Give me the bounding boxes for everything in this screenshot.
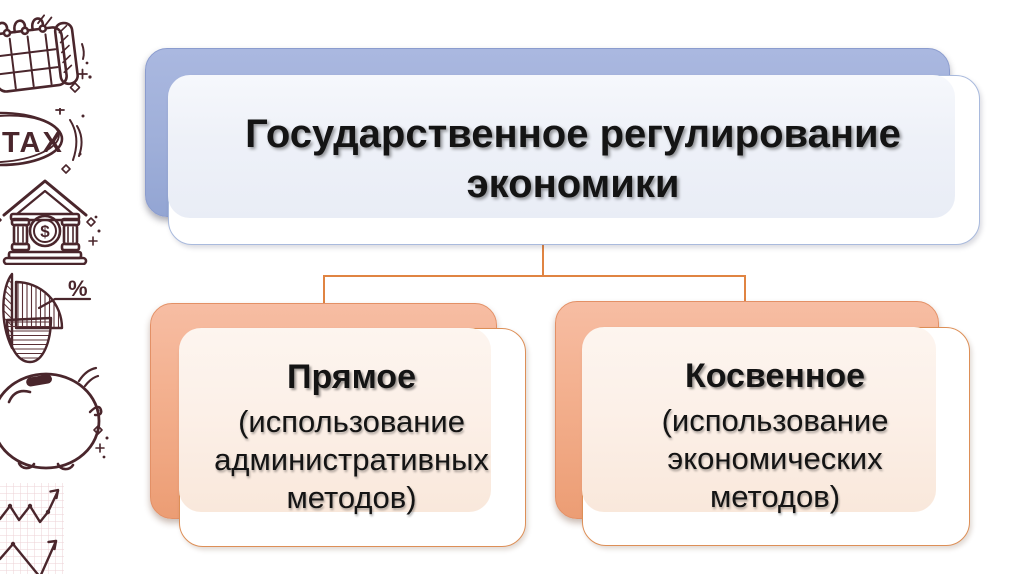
title-node-card (168, 75, 980, 245)
tax-label: TAX (2, 127, 64, 159)
percent-label: % (68, 276, 88, 301)
bank-icon: $ (0, 179, 101, 265)
branch-indirect-line-1: (использование (661, 403, 889, 438)
branch-direct-panel (179, 328, 491, 512)
pie-chart-icon: % (2, 272, 92, 364)
branch-direct-heading: Прямое (287, 358, 416, 396)
connector-stem (542, 243, 544, 277)
branch-indirect-text: Косвенное (использование экономических м… (582, 327, 968, 544)
bank-dollar-sign: $ (40, 222, 50, 241)
connector-drop-right (744, 275, 746, 302)
title-line-1: Государственное регулирование (245, 112, 901, 156)
branch-direct-text: Прямое (использование административных м… (179, 328, 524, 545)
branch-direct-line-3: методов) (286, 480, 417, 515)
piggy-bank-icon (0, 366, 109, 471)
branch-indirect-line-2: экономических (667, 441, 883, 476)
growth-chart-icon (0, 483, 64, 574)
tax-stamp-icon: TAX (0, 108, 85, 174)
branch-direct-line-1: (использование (238, 404, 465, 439)
connector-drop-left (323, 275, 325, 304)
calendar-icon (0, 14, 92, 93)
title-node-text: Государственное регулирование экономики (168, 75, 978, 243)
connector-horizontal (323, 275, 746, 277)
branch-indirect-panel (582, 327, 936, 512)
branch-indirect-line-3: методов) (709, 479, 841, 514)
title-line-2: экономики (466, 162, 680, 206)
branch-direct-card (179, 328, 526, 547)
branch-indirect-heading: Косвенное (684, 357, 866, 395)
title-node-panel (168, 75, 955, 218)
branch-indirect-card (582, 327, 970, 546)
branch-direct-line-2: административных (214, 442, 489, 477)
